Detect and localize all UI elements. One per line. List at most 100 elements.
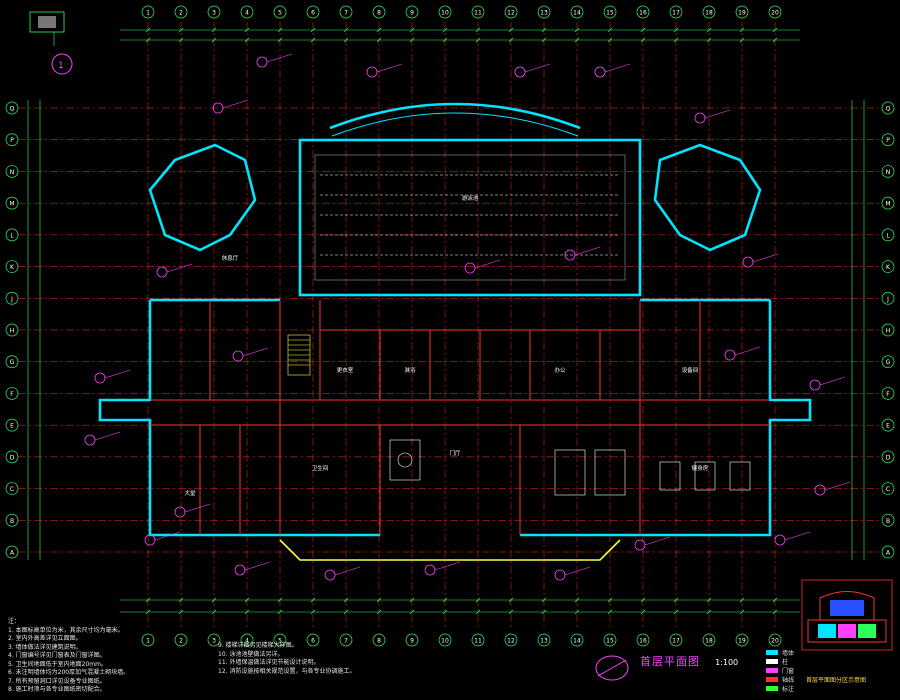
axis-bubble <box>5 387 19 400</box>
axis-bubble-label: E <box>10 423 14 430</box>
axis-bubble <box>881 196 895 210</box>
axis-bubble-label: 13 <box>540 10 548 17</box>
dimension-tick <box>640 609 646 615</box>
callout-leader <box>734 346 761 356</box>
callout-leader <box>752 253 779 263</box>
axis-bubble <box>5 291 19 305</box>
room-label: 办公 <box>554 366 566 374</box>
axis-bubble-label: N <box>886 169 891 176</box>
axis-bubble <box>537 5 551 19</box>
callout-marker <box>84 434 96 446</box>
axis-bubble-label: 7 <box>344 10 348 17</box>
dimension-tick <box>211 37 217 43</box>
axis-bubble-label: J <box>886 296 889 303</box>
dimension-tick <box>607 27 613 33</box>
axis-bubble-label: D <box>10 454 15 461</box>
legend-swatch <box>766 650 778 655</box>
callout-marker <box>94 372 106 384</box>
axis-bubble <box>570 5 584 19</box>
callout-marker <box>156 266 168 278</box>
callout-leader <box>244 561 271 571</box>
axis-bubble <box>881 387 895 400</box>
note-line: 12. 消防设施按相关规范设置，与各专业协调施工。 <box>218 667 356 675</box>
axis-bubble <box>5 482 19 495</box>
dimension-tick <box>145 37 151 43</box>
axis-bubble-label: 2 <box>179 638 183 645</box>
axis-bubbles: 1122334455667788991010111112121313141415… <box>5 5 895 647</box>
dimension-tick <box>772 597 778 603</box>
callout-leader <box>334 566 361 576</box>
legend-label: 轴线 <box>782 677 795 684</box>
axis-bubble <box>669 5 683 19</box>
detail-section-box: 1 <box>29 11 73 75</box>
dimension-tick <box>442 609 448 615</box>
pool-lanes <box>314 154 626 281</box>
general-notes: 注：1. 本图标高单位为米，其余尺寸均为毫米。2. 室内外高差详见立面图。3. … <box>8 618 208 695</box>
axis-bubble <box>5 133 19 147</box>
dimension-tick <box>739 27 745 33</box>
axis-bubble-label: N <box>10 169 15 176</box>
callout-marker <box>324 569 336 581</box>
dimension-tick <box>673 37 679 43</box>
room-label: 健身房 <box>692 464 709 472</box>
axis-bubble <box>735 633 749 647</box>
axis-bubble-label: K <box>10 264 15 271</box>
axis-bubble <box>881 291 895 305</box>
callout-marker <box>232 350 244 362</box>
callout-marker <box>724 349 736 361</box>
axis-bubble-label: 14 <box>573 10 581 17</box>
callout-leader <box>434 561 461 571</box>
axis-bubble <box>174 5 188 19</box>
axis-bubble <box>306 5 320 19</box>
axis-bubble-label: 20 <box>771 638 779 645</box>
room-label: 大堂 <box>184 489 196 497</box>
legend-label: 门窗 <box>782 668 795 675</box>
room-label: 游泳池 <box>462 194 479 202</box>
dimension-chains <box>27 29 865 613</box>
axis-bubble-label: 17 <box>672 638 680 645</box>
axis-bubble <box>141 5 155 19</box>
axis-bubble <box>881 513 895 527</box>
title-block: 首层平面图 1:100 <box>640 650 738 669</box>
dimension-tick <box>409 609 415 615</box>
dimension-tick <box>211 597 217 603</box>
axis-bubble <box>881 482 895 495</box>
axis-bubble <box>735 5 749 19</box>
axis-bubble-label: 9 <box>410 638 414 645</box>
callouts <box>84 53 851 581</box>
dimension-tick <box>772 609 778 615</box>
dimension-tick <box>376 597 382 603</box>
note-line: 2. 室内外高差详见立面图。 <box>8 635 82 642</box>
dimension-tick <box>244 37 250 43</box>
dimension-tick <box>574 37 580 43</box>
dimension-tick <box>640 37 646 43</box>
callout-leader <box>222 99 249 109</box>
axis-bubble <box>5 260 19 273</box>
callout-marker <box>594 66 606 78</box>
axis-bubble-label: 19 <box>738 638 746 645</box>
callout-marker <box>424 564 436 576</box>
legend-swatch <box>766 686 778 691</box>
note-line: 9. 楼梯详图另见楼梯大样图。 <box>218 642 298 649</box>
callout-leader <box>644 536 671 546</box>
note-line: 6. 未注明墙体均为200厚加气混凝土砌块墙。 <box>8 669 130 676</box>
callout-leader <box>474 259 501 269</box>
axis-bubble <box>141 633 155 647</box>
axis-bubble-label: F <box>10 391 14 398</box>
axis-bubble <box>405 633 419 647</box>
plan-scale: 1:100 <box>715 658 739 667</box>
callout-marker <box>174 506 186 518</box>
dimension-tick <box>277 609 283 615</box>
dimension-tick <box>211 27 217 33</box>
legend-label: 柱 <box>782 659 789 666</box>
dimension-tick <box>541 609 547 615</box>
axis-bubble <box>669 633 683 647</box>
dimension-tick <box>475 609 481 615</box>
legend-item: 门窗 <box>766 666 794 675</box>
callout-marker <box>554 569 566 581</box>
dimension-tick <box>442 27 448 33</box>
dimension-tick <box>706 37 712 43</box>
dimension-tick <box>442 37 448 43</box>
room-labels: 游泳池休息厅更衣室淋浴门厅办公设备间卫生间大堂健身房 <box>184 194 708 497</box>
axis-bubble <box>273 5 287 19</box>
